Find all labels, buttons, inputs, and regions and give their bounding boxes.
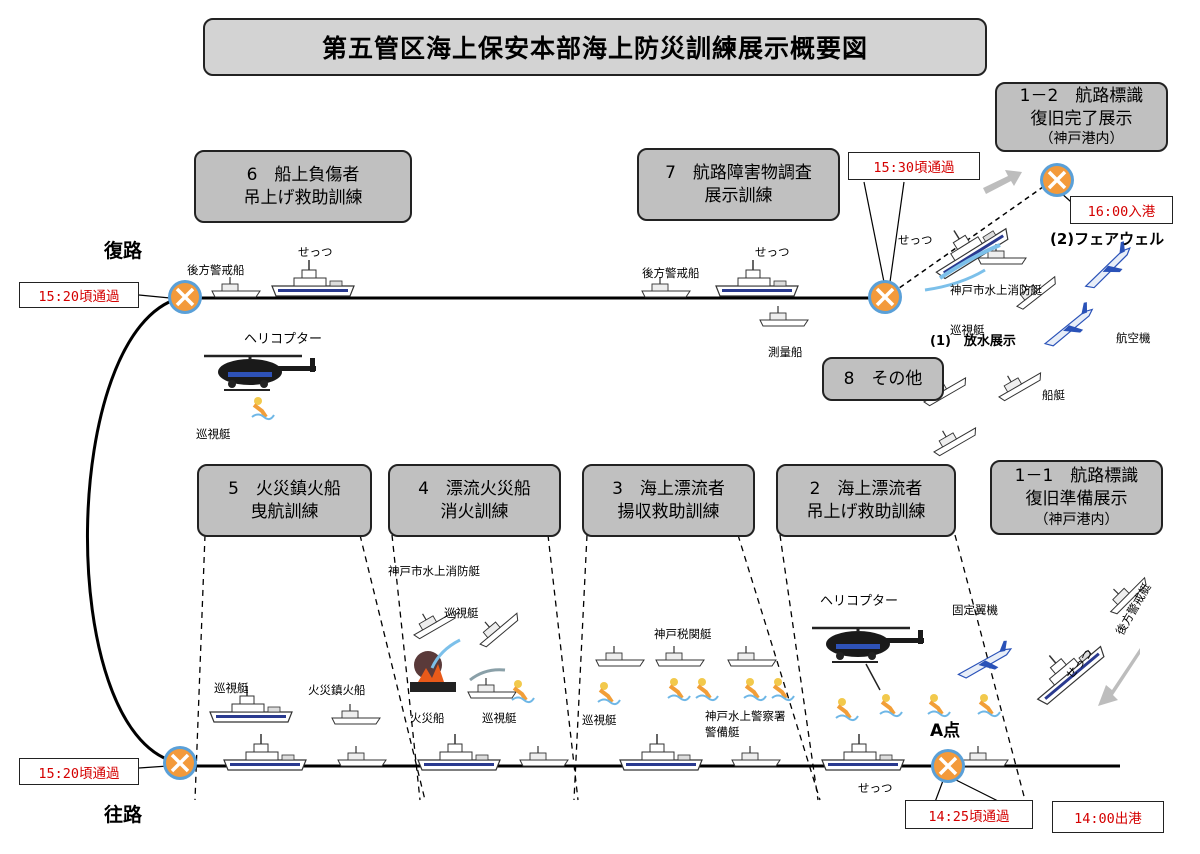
waypoint-outbound-marker bbox=[161, 744, 199, 782]
patrol-label: 巡視艇 bbox=[582, 713, 617, 727]
waypoint-a-marker bbox=[929, 747, 967, 785]
box-2-line1: 2 海上漂流者 bbox=[809, 478, 923, 499]
box-6: 6 船上負傷者 吊上げ救助訓練 bbox=[194, 150, 412, 223]
box-1-2-line1: 1－2 航路標識 bbox=[1019, 85, 1144, 106]
point-a-label: A点 bbox=[930, 721, 961, 741]
box-7: 7 航路障害物調査 展示訓練 bbox=[637, 148, 840, 221]
time-1520-outbound: 15:20頃通過 bbox=[19, 758, 139, 785]
box-5-line1: 5 火災鎮火船 bbox=[228, 478, 341, 499]
kobe-fireboat-label: 神戸市水上消防艇 bbox=[388, 564, 480, 578]
box-5: 5 火災鎮火船 曳航訓練 bbox=[197, 464, 372, 537]
box-2: 2 海上漂流者 吊上げ救助訓練 bbox=[776, 464, 956, 537]
box-4-line1: 4 漂流火災船 bbox=[418, 478, 531, 499]
helicopter-label: ヘリコプター bbox=[244, 332, 323, 347]
waypoint-return-marker bbox=[166, 278, 204, 316]
settsu-ship bbox=[271, 259, 355, 297]
waypoint-settsu-marker bbox=[866, 278, 904, 316]
box-1-1-line2: 復旧準備展示 bbox=[1025, 489, 1128, 510]
time-1600-arrival: 16:00入港 bbox=[1070, 196, 1173, 224]
extinguished-ship-label: 火災鎮火船 bbox=[308, 683, 366, 697]
helicopter-label: ヘリコプター bbox=[820, 594, 899, 609]
water-show-label: (1) 放水展示 bbox=[930, 334, 1016, 349]
patrol-label: 巡視艇 bbox=[482, 711, 517, 725]
police-boat-label: 警備艇 bbox=[705, 725, 740, 739]
customs-boat-label: 神戸税関艇 bbox=[654, 627, 712, 641]
patrol-label: 巡視艇 bbox=[196, 427, 231, 441]
box-6-line2: 吊上げ救助訓練 bbox=[243, 187, 363, 208]
box-6-line1: 6 船上負傷者 bbox=[246, 164, 360, 185]
box-1-1-line1: 1－1 航路標識 bbox=[1014, 466, 1139, 487]
box-3-line2: 揚収救助訓練 bbox=[617, 501, 720, 522]
settsu-label: せっつ bbox=[898, 233, 933, 247]
rear-guard-label: 後方警戒船 bbox=[187, 263, 245, 277]
box-7-line1: 7 航路障害物調査 bbox=[665, 162, 812, 183]
patrol-label: 巡視艇 bbox=[214, 681, 249, 695]
page-title: 第五管区海上保安本部海上防災訓練展示概要図 bbox=[203, 18, 987, 76]
box-7-line2: 展示訓練 bbox=[704, 185, 773, 206]
settsu-label: せっつ bbox=[858, 781, 893, 795]
rear-guard-label: 後方警戒船 bbox=[642, 266, 700, 280]
box-1-1-line3: （神戸港内） bbox=[1034, 511, 1119, 528]
route-outbound-label: 往路 bbox=[104, 804, 143, 826]
box-3-line1: 3 海上漂流者 bbox=[612, 478, 725, 499]
box-8: 8 その他 bbox=[822, 357, 944, 401]
fire-ship-label: 火災船 bbox=[410, 711, 445, 725]
time-1400-departure: 14:00出港 bbox=[1052, 801, 1164, 833]
box-1-2-line3: （神戸港内） bbox=[1039, 131, 1124, 148]
time-1520-return: 15:20頃通過 bbox=[19, 282, 139, 308]
kobe-fireboat-label: 神戸市水上消防艇 bbox=[950, 283, 1042, 297]
box-8-line1: 8 その他 bbox=[843, 368, 923, 389]
box-4-line2: 消火訓練 bbox=[440, 501, 509, 522]
settsu-label: せっつ bbox=[755, 245, 790, 259]
farewell-label: (2)フェアウェル bbox=[1050, 230, 1165, 248]
boats-label: 船艇 bbox=[1042, 388, 1065, 402]
waypoint-port-marker bbox=[1038, 161, 1076, 199]
settsu-label: せっつ bbox=[298, 245, 333, 259]
route-return-label: 復路 bbox=[104, 240, 143, 262]
box-2-line2: 吊上げ救助訓練 bbox=[806, 501, 926, 522]
survey-ship-label: 測量船 bbox=[768, 345, 803, 359]
box-1-1: 1－1 航路標識 復旧準備展示 （神戸港内） bbox=[990, 460, 1163, 535]
box-1-2: 1－2 航路標識 復旧完了展示 （神戸港内） bbox=[995, 82, 1168, 152]
box-5-line2: 曳航訓練 bbox=[250, 501, 319, 522]
time-1425: 14:25頃通過 bbox=[905, 800, 1033, 829]
time-1530: 15:30頃通過 bbox=[848, 152, 980, 180]
aircraft-label: 航空機 bbox=[1116, 331, 1151, 345]
box-3: 3 海上漂流者 揚収救助訓練 bbox=[582, 464, 755, 537]
fixed-wing-label: 固定翼機 bbox=[952, 603, 998, 617]
box-4: 4 漂流火災船 消火訓練 bbox=[388, 464, 561, 537]
police-label: 神戸水上警察署 bbox=[705, 709, 786, 723]
patrol-label: 巡視艇 bbox=[950, 323, 985, 337]
patrol-label: 巡視艇 bbox=[444, 606, 479, 620]
box-1-2-line2: 復旧完了展示 bbox=[1030, 108, 1133, 129]
